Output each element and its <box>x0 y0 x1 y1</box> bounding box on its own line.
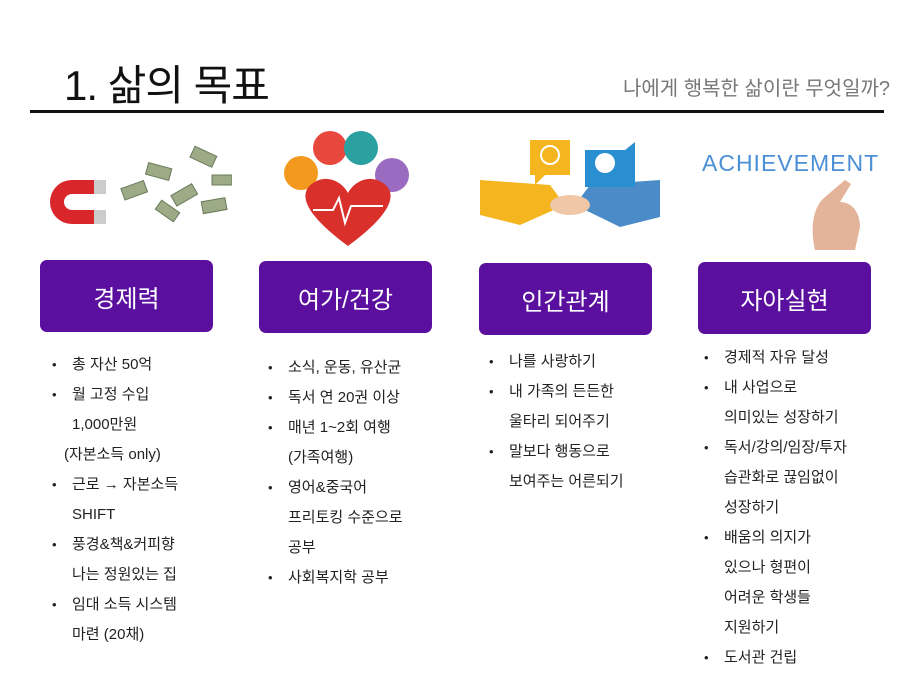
category-box-leisure-health: 여가/건강 <box>259 261 432 333</box>
goal-item: 매년 1~2회 여행 (가족여행) <box>268 413 403 473</box>
goal-item: 총 자산 50억 <box>52 350 178 380</box>
goal-item-line: (자본소득 only) <box>64 446 161 463</box>
goal-item-line: 임대 소득 시스템 <box>72 596 177 613</box>
goal-item-line: 말보다 행동으로 <box>509 443 610 460</box>
goal-item: 월 고정 수입 1,000만원 (자본소득 only) <box>52 380 178 470</box>
goal-item-line: 마련 (20채) <box>72 626 145 643</box>
goal-item: 나를 사랑하기 <box>489 347 624 377</box>
goal-item-line: 배움의 의지가 <box>724 529 811 546</box>
goal-item-line: 경제적 자유 달성 <box>724 349 829 366</box>
goal-item-line: 사회복지학 공부 <box>288 569 389 586</box>
goal-item-line: 1,000만원 <box>72 416 138 433</box>
category-box-self-realization: 자아실현 <box>698 262 871 334</box>
goal-item-line: SHIFT <box>72 506 116 523</box>
goal-item-line: 독서 연 20권 이상 <box>288 389 400 406</box>
goal-item-line: 있으나 형편이 <box>724 559 811 576</box>
goal-item-line: 풍경&책&커피향 <box>72 536 175 553</box>
goal-item: 근로 → 자본소득 SHIFT <box>52 470 178 530</box>
page-title: 1. 삶의 목표 <box>64 62 270 109</box>
goal-item: 독서 연 20권 이상 <box>268 383 403 413</box>
category-box-economy: 경제력 <box>40 260 213 332</box>
goal-item-line: 월 고정 수입 <box>72 386 150 403</box>
goal-item-line: 공부 <box>288 539 316 556</box>
page-subtitle: 나에게 행복한 삶이란 무엇일까? <box>623 78 890 100</box>
economy-goals-list: 총 자산 50억월 고정 수입 1,000만원 (자본소득 only) 근로 → 자본… <box>52 350 178 650</box>
leisure-health-goals-list: 소식, 운동, 유산균독서 연 20권 이상매년 1~2회 여행 (가족여행) 영어… <box>268 353 403 593</box>
health-heart-icon <box>284 131 409 246</box>
goal-item-line: 내 가족의 든든한 <box>509 383 614 400</box>
goal-item: 소식, 운동, 유산균 <box>268 353 403 383</box>
goal-item-line: 나를 사랑하기 <box>509 353 596 370</box>
goal-item-line: 의미있는 성장하기 <box>724 409 839 426</box>
goal-item-line: 영어&중국어 <box>288 479 368 496</box>
goal-item-line: 근로 → 자본소득 <box>72 476 179 493</box>
goal-item-line: 지원하기 <box>724 619 780 636</box>
handshake-icon <box>480 140 660 227</box>
goal-item-line: 울타리 되어주기 <box>509 413 610 430</box>
goal-item-line: 소식, 운동, 유산균 <box>288 359 402 376</box>
title-divider <box>30 110 884 113</box>
goal-item-line: 매년 1~2회 여행 <box>288 419 391 436</box>
goal-item-line: (가족여행) <box>288 449 354 466</box>
goal-item-line: 성장하기 <box>724 499 780 516</box>
goal-item-line: 보여주는 어른되기 <box>509 473 624 490</box>
goal-item: 도서관 건립 <box>704 643 847 673</box>
goal-item-line: 나는 정원있는 집 <box>72 566 177 583</box>
goal-item-line: 프리토킹 수준으로 <box>288 509 403 526</box>
hand-icon <box>812 180 860 250</box>
goal-item-line: 도서관 건립 <box>724 649 798 666</box>
goal-item-line: 습관화로 끊임없이 <box>724 469 839 486</box>
goal-item: 경제적 자유 달성 <box>704 343 847 373</box>
achievement-text: ACHIEVEMENT <box>702 150 880 176</box>
goal-item-line: 내 사업으로 <box>724 379 798 396</box>
goal-item-line: 어려운 학생들 <box>724 589 811 606</box>
goal-item-line: 총 자산 50억 <box>72 356 153 373</box>
goal-item-line: 독서/강의/임장/투자 <box>724 439 847 456</box>
magnet-money-icon <box>50 145 232 224</box>
category-box-relationships: 인간관계 <box>479 263 652 335</box>
goal-item: 사회복지학 공부 <box>268 563 403 593</box>
